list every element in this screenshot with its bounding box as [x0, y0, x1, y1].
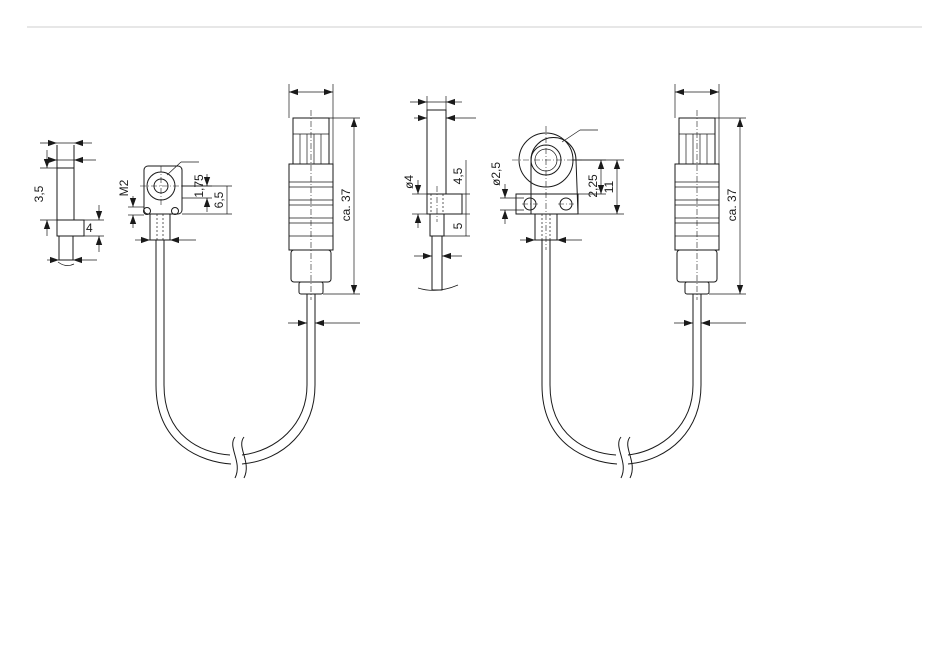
dim-5: 5 [444, 214, 470, 236]
large-sensor-connector: ca. 37 [674, 84, 746, 323]
dim-1-75: 1,75 [182, 174, 212, 212]
dim-label-d2-5: ø2,5 [489, 162, 503, 186]
dim-label-11: 11 [602, 180, 616, 193]
dim-label-6-5: 6,5 [212, 191, 226, 208]
dim-label-4: 4 [86, 221, 93, 235]
dim-m2: M2 [117, 179, 144, 228]
dim-label-m2: M2 [117, 179, 131, 196]
small-sensor-connector: ca. 37 [288, 84, 360, 323]
dim-label-d4: ø4 [402, 175, 416, 189]
dim-d4: ø4 [402, 175, 427, 228]
dim-label-ca-37: ca. 37 [339, 188, 353, 221]
large-sensor-side-view: ø4 4,5 5 [402, 96, 476, 290]
dim-4: 4 [84, 205, 104, 252]
dim-top-width [410, 96, 462, 110]
dim-label-5: 5 [451, 222, 465, 229]
dim-label-3-5: 3,5 [32, 185, 46, 202]
dim-label-ca-37-2: ca. 37 [725, 188, 739, 221]
dim-4-5: 4,5 [446, 160, 470, 214]
small-sensor-side-view: 3,5 4 [32, 143, 104, 266]
dim-3-5: 3,5 [32, 150, 57, 236]
dim-label-2-25: 2,25 [586, 174, 600, 198]
dim-label-4-5: 4,5 [451, 167, 465, 184]
small-sensor-front-view: M2 1,75 6,5 [117, 162, 232, 240]
large-sensor-front-view: ø2,5 2,25 11 [489, 126, 624, 250]
dim-d2-5: ø2,5 [489, 162, 524, 224]
